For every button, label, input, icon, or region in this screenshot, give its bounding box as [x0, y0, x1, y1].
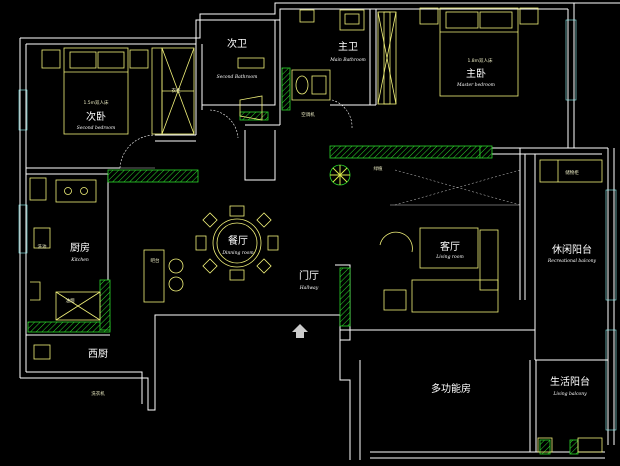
hood-label: 油烟 — [66, 297, 75, 304]
main-bath-label: 主卫 — [338, 41, 358, 53]
western-kitchen-label: 西厨 — [88, 348, 108, 360]
dining-label: 餐厅 — [228, 234, 248, 247]
hallway-label: 门厅 — [299, 269, 319, 282]
hatched-elements — [27, 67, 579, 455]
rec-balcony-label: 休闲阳台 — [552, 243, 592, 256]
hallway-en: Hallway — [299, 285, 319, 291]
sink-label: 洗池 — [38, 243, 47, 250]
wardrobe-label: 衣柜 — [172, 87, 181, 94]
plant-label: 绿植 — [374, 165, 383, 172]
second-bath-en: Second Bathroom — [217, 74, 258, 80]
kitchen — [29, 177, 101, 360]
life-balcony-label: 生活阳台 — [550, 375, 590, 388]
rec-balcony-en: Recreational balcony — [547, 258, 597, 264]
main-bathroom — [291, 9, 365, 129]
living-label: 客厅 — [440, 240, 460, 253]
master-bedroom-en: Master bedroom — [456, 82, 495, 88]
bed2-label: 1.8m双人床 — [467, 57, 493, 64]
life-balcony-en: Living balcony — [552, 391, 587, 397]
second-bath-label: 次卫 — [227, 37, 247, 50]
living-room — [379, 169, 521, 313]
outer-walls — [18, 2, 620, 460]
second-bathroom — [209, 57, 265, 139]
bar-label: 吧台 — [151, 257, 160, 264]
kitchen-label: 厨房 — [70, 241, 90, 254]
entrance-arrow-icon — [292, 324, 308, 338]
dining-en: Dinning room — [221, 250, 253, 256]
storage-label: 储物柜 — [565, 169, 579, 176]
second-bedroom-en: Second bedroom — [77, 125, 115, 131]
aircon-label: 空调机 — [301, 111, 315, 118]
kitchen-en: Kitchen — [70, 257, 89, 263]
second-bedroom-label: 次卧 — [86, 110, 106, 123]
living-en: Living room — [435, 254, 463, 260]
master-bedroom-label: 主卧 — [466, 67, 486, 80]
multi-room-label: 多功能房 — [431, 382, 471, 395]
washer-label: 洗衣机 — [91, 390, 105, 397]
second-bedroom — [41, 47, 195, 169]
bed1-label: 1.5m双人床 — [83, 99, 109, 106]
master-bedroom — [377, 7, 539, 105]
recreational-balcony — [537, 159, 603, 453]
plant-icon — [329, 164, 351, 186]
main-bath-en: Main Bathroom — [329, 57, 366, 63]
interior-walls — [26, 9, 608, 452]
dining — [143, 205, 279, 303]
